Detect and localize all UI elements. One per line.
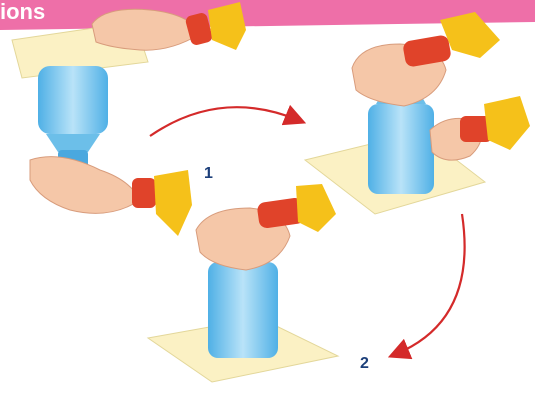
- hand-icon: [430, 96, 530, 160]
- scene-pull-paper: [305, 12, 530, 214]
- arrow-icon: [396, 214, 465, 354]
- hand-icon: [196, 184, 336, 270]
- hand-icon: [30, 157, 192, 236]
- arrow-icon: [150, 107, 298, 136]
- hand-icon: [352, 12, 500, 106]
- step-label-1: 1: [204, 165, 213, 183]
- hand-icon: [92, 2, 246, 50]
- step-label-2: 2: [360, 355, 369, 373]
- scene-invert-bottle: [12, 2, 246, 236]
- bottle-icon: [38, 66, 108, 172]
